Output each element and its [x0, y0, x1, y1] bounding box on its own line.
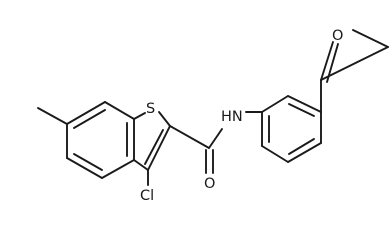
- bond-c3a-c4: [101, 159, 135, 179]
- bond-c6-c7: [66, 101, 106, 125]
- bond-ar-c4-c5: [287, 142, 322, 163]
- atom-label-nh: HN: [221, 109, 243, 125]
- structure-canvas: S HN O O Cl: [37, 28, 389, 204]
- bond-c7-c7a: [104, 101, 135, 120]
- atom-label-acetyl-oxygen: O: [332, 28, 343, 44]
- bond-ar-c2-c3-inner: [288, 103, 315, 117]
- bond-carbonyl-n: [208, 128, 223, 149]
- bond-c4-c5: [66, 157, 103, 179]
- bond-acetyl-methyl: [320, 46, 389, 81]
- bond-c2-carbonyl: [169, 125, 210, 149]
- molecule-drawing: S HN O O Cl: [37, 28, 389, 204]
- bond-s-c2: [158, 111, 171, 127]
- atom-label-chlorine: Cl: [140, 188, 154, 204]
- atom-label-amide-oxygen: O: [204, 176, 215, 192]
- bond-ar-c4-c5-inner: [288, 138, 315, 155]
- bond-c2-c3-inner: [144, 129, 164, 165]
- bond-methyl-benzo: [37, 107, 68, 125]
- bond-acetyl-methyl2: [352, 29, 389, 48]
- bond-ar-c2-c3: [287, 95, 322, 113]
- atom-label-sulfur: S: [146, 101, 155, 117]
- bond-c7a-s: [133, 112, 146, 120]
- bond-c6-c7-inner: [73, 109, 106, 129]
- bond-acetyl-o-a: [320, 41, 334, 81]
- bond-ar-c1-c2: [261, 95, 289, 113]
- bond-c3-c3a: [133, 159, 149, 171]
- bond-c4-c5-inner: [73, 153, 103, 171]
- bond-ar-c5-c6: [261, 145, 289, 163]
- bond-c2-c3: [147, 125, 171, 171]
- bond-acetyl-o-b: [326, 43, 339, 83]
